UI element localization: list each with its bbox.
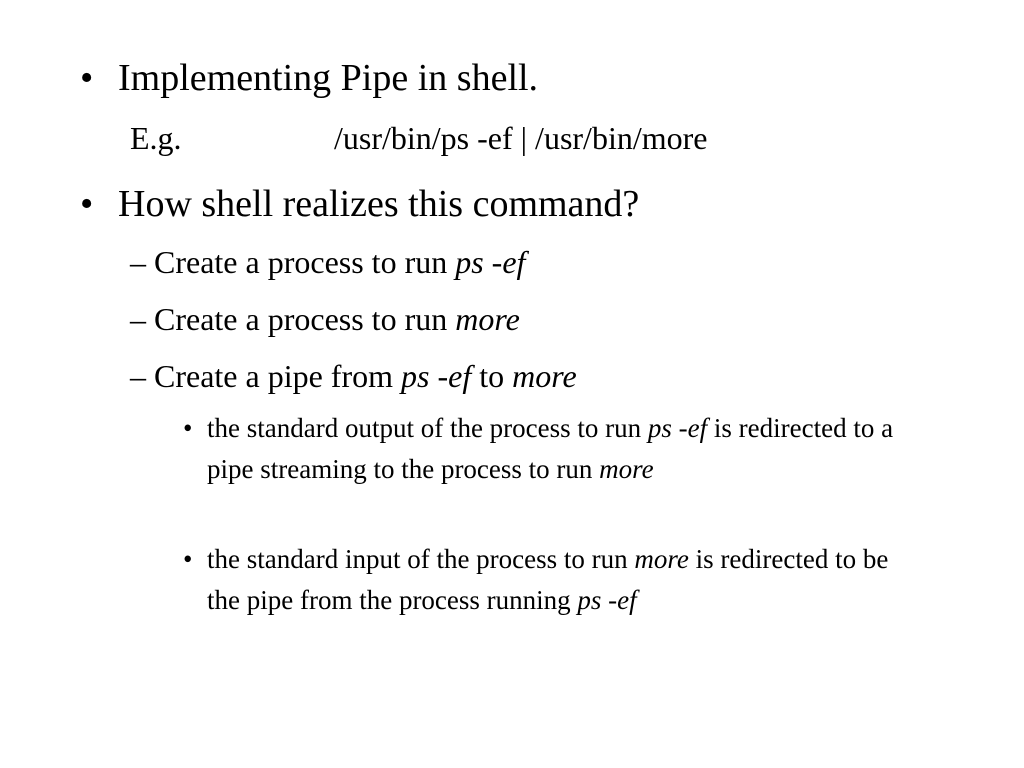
bullet-text: How shell realizes this command? (118, 183, 640, 225)
detail-text-part: the standard output of the process to ru… (207, 413, 648, 443)
detail-bullet-stdout: • the standard output of the process to … (183, 408, 903, 490)
example-label: E.g. (130, 120, 182, 156)
bullet-marker: • (183, 413, 193, 443)
bullet-marker: • (183, 544, 193, 574)
detail-text-part: is redirected to a pipe streaming to the… (207, 413, 894, 484)
bullet-text: Implementing Pipe in shell. (118, 57, 539, 99)
example-line: E.g. /usr/bin/ps -ef | /usr/bin/more (130, 118, 707, 158)
sub-bullet-text: Create a pipe from (154, 358, 401, 394)
sub-bullet-create-more-process: – Create a process to run more (130, 299, 520, 339)
bullet-marker: • (80, 57, 94, 99)
command-name: ps -ef (401, 358, 472, 394)
sub-bullet-create-pipe: – Create a pipe from ps -ef to more (130, 356, 577, 396)
sub-bullet-text: Create a process to run (154, 301, 456, 337)
example-command: /usr/bin/ps -ef | /usr/bin/more (334, 120, 708, 156)
sub-bullet-text: Create a process to run (154, 244, 456, 280)
command-name: more (599, 454, 654, 484)
bullet-marker: • (80, 183, 94, 225)
detail-text-part: is redirected to be the pipe from the pr… (207, 544, 889, 615)
detail-text-part: the standard input of the process to run (207, 544, 635, 574)
command-name: ps -ef (455, 244, 526, 280)
command-name: more (455, 301, 520, 337)
dash-marker: – (130, 358, 146, 394)
sub-bullet-create-ps-process: – Create a process to run ps -ef (130, 242, 525, 282)
dash-marker: – (130, 244, 146, 280)
sub-bullet-text: to (471, 358, 513, 394)
command-name: ps -ef (647, 413, 708, 443)
detail-bullet-stdin: • the standard input of the process to r… (183, 539, 903, 621)
dash-marker: – (130, 301, 146, 337)
detail-text: the standard input of the process to run… (207, 539, 903, 621)
command-name: ps -ef (577, 585, 637, 615)
detail-text: the standard output of the process to ru… (207, 408, 903, 490)
command-name: more (634, 544, 689, 574)
command-name: more (512, 358, 577, 394)
